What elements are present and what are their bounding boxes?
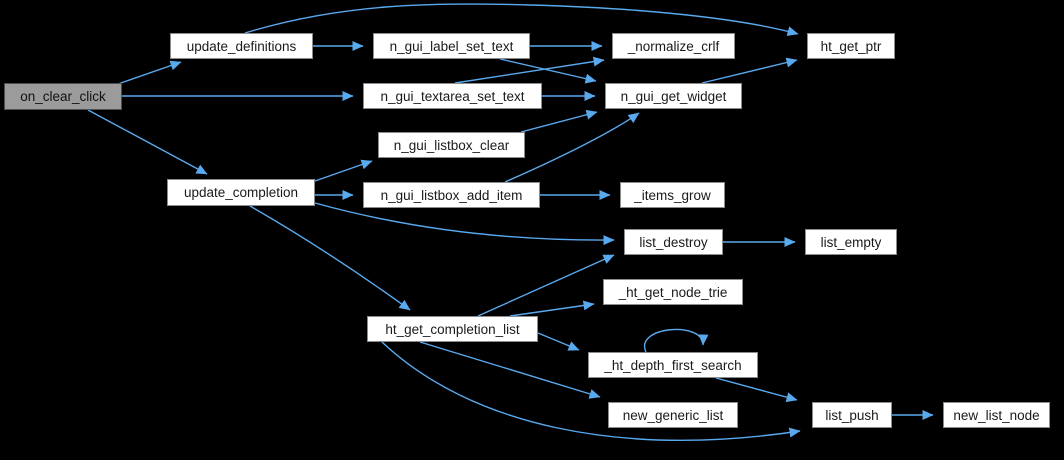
edge-ht_get_completion_list-new_generic_list [419,341,601,399]
node-update_definitions[interactable]: update_definitions [170,33,313,59]
edge-ht_get_completion_list-_ht_depth_first_search [537,332,580,351]
node-ht_get_ptr[interactable]: ht_get_ptr [807,33,895,59]
edge-on_clear_click-update_completion [87,109,208,175]
edge-_ht_depth_first_search-list_push [715,377,798,403]
node-n_gui_label_set_text[interactable]: n_gui_label_set_text [373,33,530,59]
node-update_completion[interactable]: update_completion [167,179,315,206]
node-_items_grow[interactable]: _items_grow [620,182,725,208]
node-on_clear_click[interactable]: on_clear_click [4,83,122,110]
edge-n_gui_get_widget-ht_get_ptr [701,57,798,84]
node-list_push[interactable]: list_push [812,402,892,428]
edge-update_definitions-ht_get_ptr [244,3,799,37]
edge-n_gui_listbox_clear-n_gui_get_widget [520,109,598,133]
edge-update_completion-list_destroy [314,202,615,246]
node-list_destroy[interactable]: list_destroy [624,229,723,255]
edge-ht_get_completion_list-list_destroy [477,254,615,317]
node-_normalize_crlf[interactable]: _normalize_crlf [612,33,735,59]
edge-ht_get_completion_list-_ht_get_node_trie [509,300,595,317]
edge-ht_get_completion_list-list_push [381,341,801,441]
node-_ht_get_node_trie[interactable]: _ht_get_node_trie [603,279,743,305]
node-n_gui_textarea_set_text[interactable]: n_gui_textarea_set_text [363,83,542,109]
edge-on_clear_click-update_definitions [117,60,182,85]
node-n_gui_listbox_add_item[interactable]: n_gui_listbox_add_item [363,182,540,208]
edge-_ht_depth_first_search-self [643,328,709,353]
edge-n_gui_textarea_set_text-_normalize_crlf [454,56,605,84]
node-_ht_depth_first_search[interactable]: _ht_depth_first_search [588,352,758,378]
edge-n_gui_label_set_text-n_gui_get_widget [499,58,597,84]
edge-n_gui_listbox_add_item-n_gui_get_widget [504,112,640,183]
node-n_gui_get_widget[interactable]: n_gui_get_widget [605,83,742,109]
node-new_generic_list[interactable]: new_generic_list [608,402,738,428]
edge-update_completion-n_gui_listbox_clear [314,159,373,182]
edge-update_completion-ht_get_completion_list [249,205,411,311]
node-n_gui_listbox_clear[interactable]: n_gui_listbox_clear [378,132,525,158]
node-new_list_node[interactable]: new_list_node [943,402,1050,428]
node-list_empty[interactable]: list_empty [805,229,897,255]
node-ht_get_completion_list[interactable]: ht_get_completion_list [367,316,538,342]
